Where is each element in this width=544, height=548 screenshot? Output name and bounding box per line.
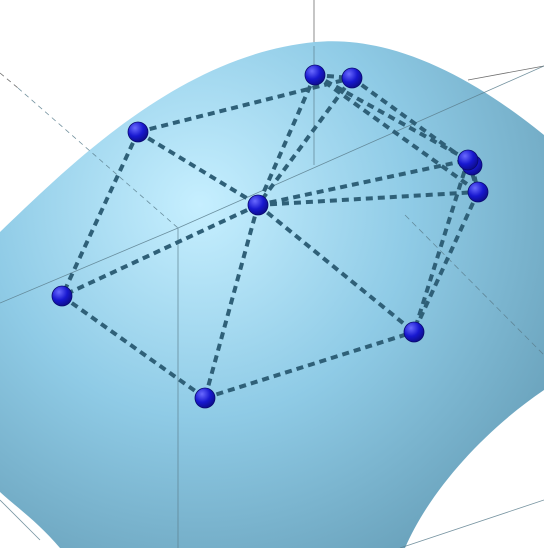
axis-line [0, 227, 179, 304]
back-axis-lines [0, 0, 544, 89]
graph-edge-n5-n9 [203, 204, 260, 399]
graph-edge-n7-n10 [412, 159, 470, 333]
graph-edge-n2-n6 [313, 73, 480, 194]
graph-edge-n5-n10 [256, 203, 416, 334]
axis-line [467, 65, 544, 81]
graph-node-n3[interactable] [341, 67, 363, 89]
graph-node-n8[interactable] [51, 285, 73, 307]
graph-node-n7[interactable] [457, 149, 479, 171]
graph-edge-n1-n3 [137, 76, 353, 134]
axis-line [0, 499, 41, 541]
graph-node-n10[interactable] [403, 321, 425, 343]
axis-line [177, 65, 544, 229]
graph-node-n9[interactable] [194, 387, 216, 409]
graph-node-n6[interactable] [467, 181, 489, 203]
graph-edge-n8-n9 [60, 294, 207, 400]
graph-edge-n3-n4 [350, 76, 474, 167]
axis-line [404, 214, 544, 356]
graph-edge-n9-n10 [204, 330, 415, 400]
graph-edge-n3-n5 [256, 76, 354, 207]
graph-nodes [51, 64, 489, 409]
axis-line [0, 72, 19, 89]
axis-line [399, 499, 544, 548]
graph-edge-n6-n10 [412, 191, 480, 333]
graph-node-n2[interactable] [304, 64, 326, 86]
curved-surface [0, 41, 544, 548]
front-axis-lines [0, 46, 544, 548]
graph-edge-n5-n8 [61, 203, 259, 298]
graph-edge-n5-n6 [257, 190, 479, 207]
graph-edge-n1-n8 [60, 131, 140, 297]
graph-node-n1[interactable] [127, 121, 149, 143]
graph-node-n5[interactable] [247, 194, 269, 216]
